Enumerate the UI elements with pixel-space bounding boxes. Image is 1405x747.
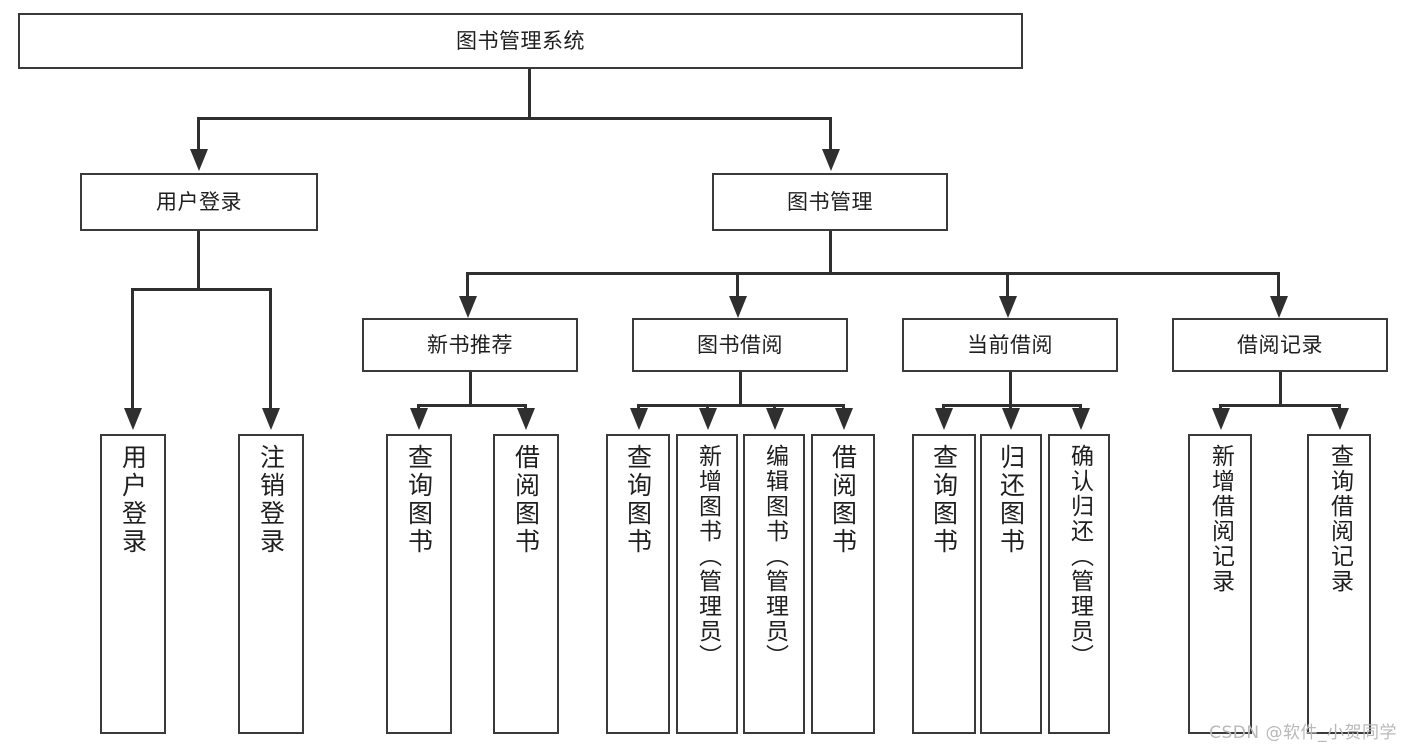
arrow-down-icon xyxy=(124,408,142,430)
arrow-down-icon xyxy=(1072,408,1090,430)
connector-level3-drop-2 xyxy=(736,272,739,298)
leaf-edit-book-admin[interactable]: 编辑图书（管理员） xyxy=(743,434,805,734)
leaf-query-book-borrow[interactable]: 查询图书 xyxy=(606,434,670,734)
connector-level3-drop-3 xyxy=(1006,272,1009,298)
node-root-book-management-system[interactable]: 图书管理系统 xyxy=(18,13,1023,69)
leaf-logout[interactable]: 注销登录 xyxy=(238,434,304,734)
arrow-down-icon xyxy=(835,408,853,430)
connector-borrow-record-stem xyxy=(1279,372,1282,406)
node-label: 图书管理系统 xyxy=(456,28,585,53)
node-label: 借阅图书 xyxy=(828,444,858,556)
arrow-down-icon xyxy=(190,149,208,171)
node-label: 查询图书 xyxy=(623,444,653,556)
leaf-borrow-book[interactable]: 借阅图书 xyxy=(811,434,875,734)
connector-new-book-drop-1 xyxy=(417,404,420,410)
connector-user-login-bar xyxy=(131,288,271,291)
connector-user-login-stem xyxy=(197,231,200,290)
node-label: 归还图书 xyxy=(996,444,1026,556)
node-label: 新书推荐 xyxy=(427,332,513,357)
arrow-down-icon xyxy=(410,408,428,430)
node-new-book-recommend[interactable]: 新书推荐 xyxy=(362,318,578,372)
node-label: 新增借阅记录 xyxy=(1207,444,1234,594)
connector-new-book-stem xyxy=(469,372,472,406)
connector-book-borrow-drop-2 xyxy=(706,404,709,410)
node-label: 新增图书（管理员） xyxy=(694,444,721,669)
connector-book-borrow-stem xyxy=(739,372,742,406)
leaf-confirm-return-admin[interactable]: 确认归还（管理员） xyxy=(1048,434,1110,734)
connector-current-borrow-drop-1 xyxy=(942,404,945,410)
arrow-down-icon xyxy=(822,149,840,171)
arrow-down-icon xyxy=(1270,296,1288,318)
connector-book-borrow-drop-4 xyxy=(842,404,845,410)
leaf-query-borrow-record[interactable]: 查询借阅记录 xyxy=(1307,434,1371,734)
connector-book-borrow-drop-3 xyxy=(773,404,776,410)
connector-current-borrow-drop-3 xyxy=(1079,404,1082,410)
leaf-user-login[interactable]: 用户登录 xyxy=(100,434,166,734)
arrow-down-icon xyxy=(459,296,477,318)
connector-level3-drop-1 xyxy=(466,272,469,298)
connector-level2-bar xyxy=(197,117,831,120)
arrow-down-icon xyxy=(699,408,717,430)
connector-level3-drop-4 xyxy=(1277,272,1280,298)
arrow-down-icon xyxy=(766,408,784,430)
connector-borrow-record-bar xyxy=(1219,404,1341,407)
connector-current-borrow-stem xyxy=(1009,372,1012,406)
connector-new-book-drop-2 xyxy=(524,404,527,410)
connector-level2-drop-right xyxy=(829,117,832,151)
node-label: 用户登录 xyxy=(118,444,148,556)
connector-user-login-drop-1 xyxy=(131,288,134,410)
arrow-down-icon xyxy=(262,408,280,430)
arrow-down-icon xyxy=(1212,408,1230,430)
leaf-add-book-admin[interactable]: 新增图书（管理员） xyxy=(676,434,738,734)
connector-root-stem xyxy=(528,69,531,118)
arrow-down-icon xyxy=(1002,408,1020,430)
connector-book-borrow-bar xyxy=(637,404,845,407)
leaf-query-book-current[interactable]: 查询图书 xyxy=(912,434,976,734)
node-label: 确认归还（管理员） xyxy=(1066,444,1093,669)
connector-borrow-record-drop-1 xyxy=(1219,404,1222,410)
node-borrow-record[interactable]: 借阅记录 xyxy=(1172,318,1388,372)
connector-current-borrow-drop-2 xyxy=(1009,404,1012,410)
node-label: 查询借阅记录 xyxy=(1326,444,1353,594)
node-label: 借阅记录 xyxy=(1237,332,1323,357)
arrow-down-icon xyxy=(729,296,747,318)
connector-new-book-bar xyxy=(417,404,527,407)
node-label: 借阅图书 xyxy=(511,444,541,556)
connector-current-borrow-bar xyxy=(942,404,1082,407)
leaf-add-borrow-record[interactable]: 新增借阅记录 xyxy=(1188,434,1252,734)
arrow-down-icon xyxy=(935,408,953,430)
connector-borrow-record-drop-2 xyxy=(1338,404,1341,410)
connector-book-management-stem xyxy=(829,231,832,273)
node-label: 查询图书 xyxy=(929,444,959,556)
node-label: 注销登录 xyxy=(256,444,286,556)
leaf-query-book-recommend[interactable]: 查询图书 xyxy=(386,434,452,734)
node-label: 查询图书 xyxy=(404,444,434,556)
node-book-management[interactable]: 图书管理 xyxy=(712,173,948,231)
leaf-borrow-book-recommend[interactable]: 借阅图书 xyxy=(493,434,559,734)
node-user-login[interactable]: 用户登录 xyxy=(80,173,318,231)
leaf-return-book[interactable]: 归还图书 xyxy=(980,434,1042,734)
node-label: 图书管理 xyxy=(787,189,873,214)
node-label: 图书借阅 xyxy=(697,332,783,357)
arrow-down-icon xyxy=(517,408,535,430)
connector-book-borrow-drop-1 xyxy=(637,404,640,410)
connector-level2-drop-left xyxy=(197,117,200,151)
node-current-borrow[interactable]: 当前借阅 xyxy=(902,318,1118,372)
node-label: 用户登录 xyxy=(156,189,242,214)
arrow-down-icon xyxy=(630,408,648,430)
node-label: 当前借阅 xyxy=(967,332,1053,357)
arrow-down-icon xyxy=(1331,408,1349,430)
node-book-borrow[interactable]: 图书借阅 xyxy=(632,318,848,372)
arrow-down-icon xyxy=(999,296,1017,318)
node-label: 编辑图书（管理员） xyxy=(761,444,788,669)
connector-level3-bar xyxy=(466,272,1280,275)
connector-user-login-drop-2 xyxy=(269,288,272,410)
